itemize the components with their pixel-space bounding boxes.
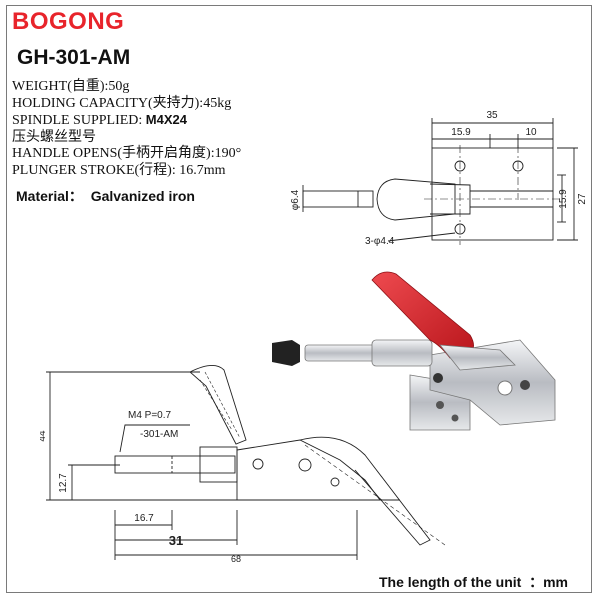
- spec-spindle-cn: 压头螺丝型号: [12, 129, 96, 145]
- dim-label-holes: 3-φ4.4: [365, 236, 395, 247]
- spec-list: WEIGHT(自重):50g HOLDING CAPACITY(夹持力):45k…: [12, 79, 241, 179]
- thread-label: M4 P=0.7: [128, 410, 172, 421]
- plunger-body-outline: [376, 178, 456, 221]
- side-view-drawing: 44 12.7 M4 P=0.7 -301-AM 16.7 31 68: [40, 365, 446, 564]
- top-view-drawing: 35 15.9 10 15.9 27 φ6.4 3-φ4.4: [290, 110, 588, 247]
- dim-label-31: 31: [169, 533, 183, 548]
- plunger-housing: [371, 339, 433, 367]
- dim-label-15-9: 15.9: [451, 127, 471, 138]
- dim-label-15-9-vert: 15.9: [558, 189, 569, 209]
- spec-handle-opens: HANDLE OPENS(手柄开启角度):190°: [12, 146, 242, 161]
- dim-label-68: 68: [231, 554, 241, 564]
- rod-outline: [114, 455, 236, 474]
- spec-weight: WEIGHT(自重):50g: [12, 79, 130, 94]
- spec-spindle: SPINDLE SUPPLIED: M4X24: [12, 112, 241, 130]
- base-plate-outline: [431, 147, 554, 241]
- spec-spindle-value: M4X24: [145, 112, 187, 127]
- brand-logo: BOGONG: [12, 8, 125, 35]
- mount-hole: [512, 160, 524, 172]
- page-frame: [6, 5, 592, 593]
- dim-label-16-7: 16.7: [134, 513, 154, 524]
- units-note: The length of the unit ：mm: [379, 574, 568, 590]
- rubber-tip: [272, 340, 300, 366]
- model-number: GH-301-AM: [17, 46, 131, 69]
- spec-holding-capacity: HOLDING CAPACITY(夹持力):45kg: [12, 95, 232, 111]
- dim-label-10: 10: [525, 127, 537, 138]
- product-photo: [272, 271, 556, 431]
- thread-suffix: -301-AM: [140, 429, 178, 440]
- dim-label-27: 27: [577, 193, 588, 205]
- mount-hole: [454, 160, 466, 172]
- plunger-rod-outline: [302, 190, 374, 208]
- spec-spindle-label: SPINDLE SUPPLIED:: [12, 113, 143, 128]
- mount-hole: [454, 223, 466, 235]
- dim-label-35: 35: [486, 110, 498, 121]
- material-note: Material： Galvanized iron: [16, 188, 195, 204]
- dim-label-rod-dia: φ6.4: [290, 189, 301, 210]
- handle-outline: [189, 365, 247, 445]
- dim-label-12-7: 12.7: [58, 473, 69, 493]
- spec-plunger-stroke: PLUNGER STROKE(行程): 16.7mm: [12, 162, 226, 178]
- dim-label-44: 44: [40, 430, 48, 442]
